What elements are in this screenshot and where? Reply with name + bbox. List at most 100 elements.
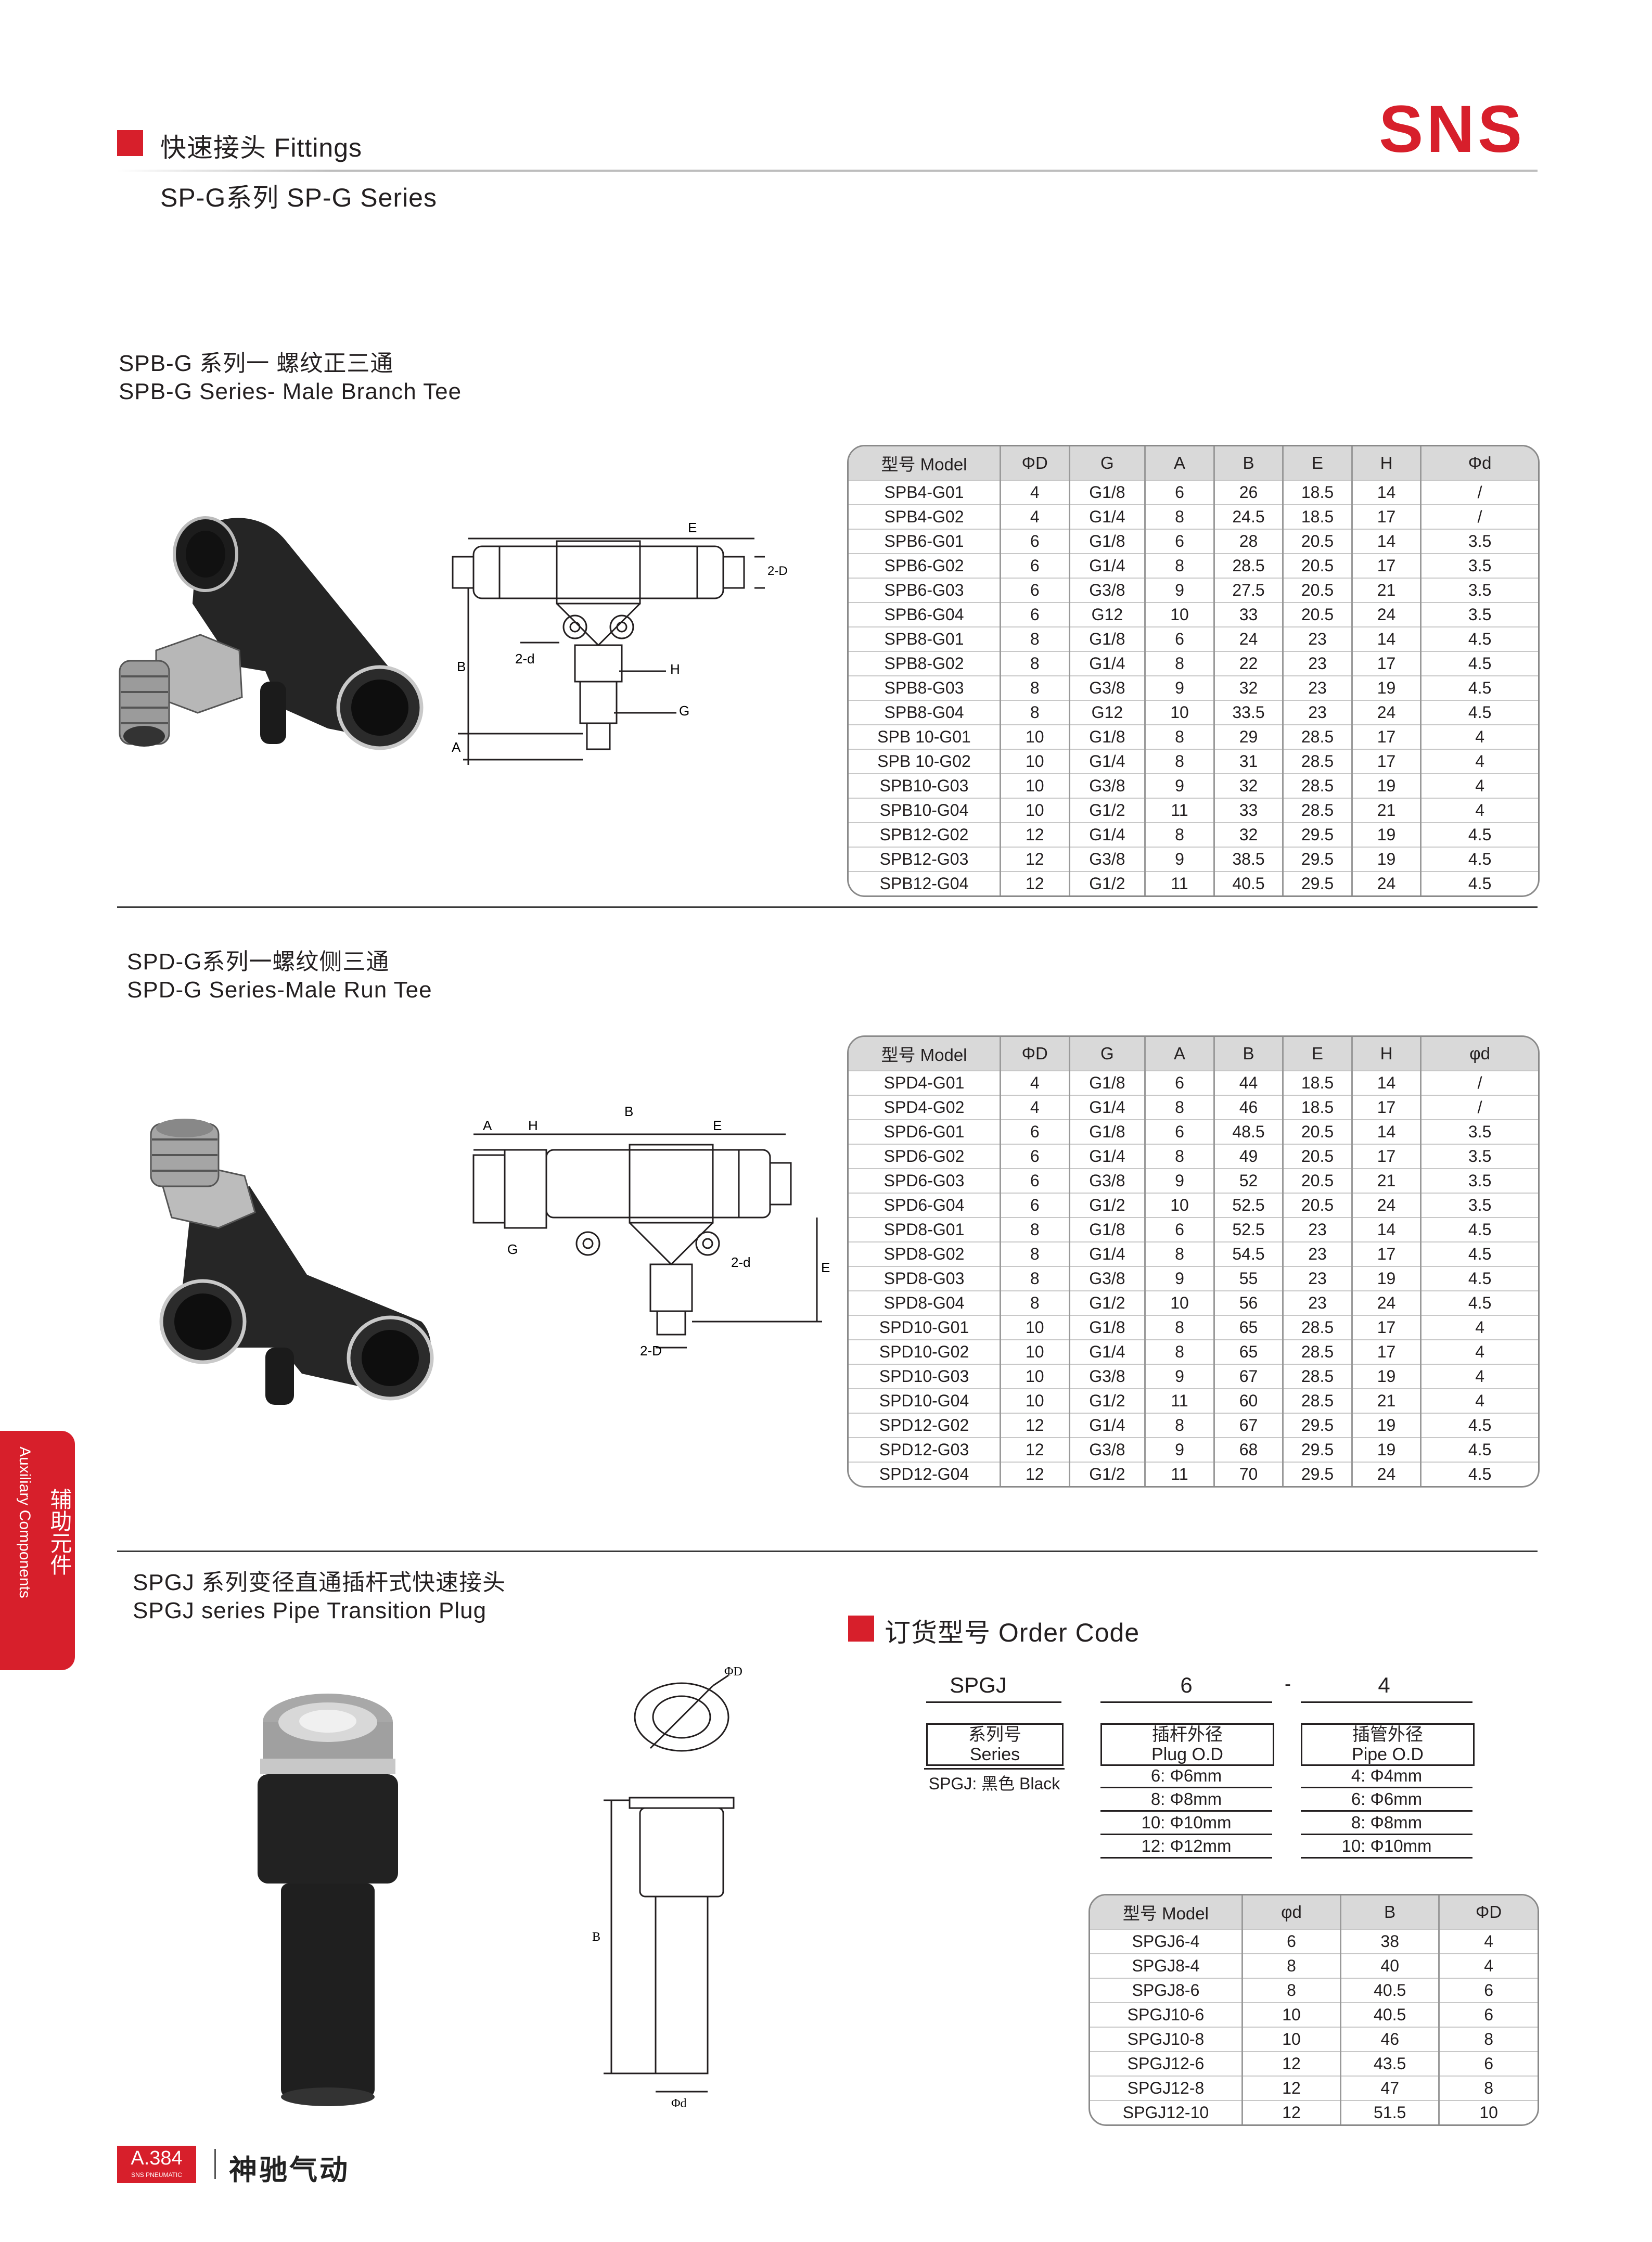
table-cell: 4.5 [1420, 822, 1538, 847]
table-cell: 4 [1438, 1953, 1538, 1978]
table-cell: 12 [1000, 871, 1069, 895]
spb-dim-D: 2-D [767, 564, 788, 578]
table-cell: SPB10-G03 [849, 773, 1001, 798]
table-cell: 23 [1282, 1290, 1352, 1315]
table-cell: 4 [1420, 798, 1538, 823]
table-cell: 12 [1000, 822, 1069, 847]
series-box: 系列号 Series [926, 1723, 1064, 1766]
table-cell: 8 [1000, 1241, 1069, 1266]
table-cell: SPB6-G04 [849, 602, 1001, 627]
table-cell: G1/8 [1068, 626, 1145, 651]
table-cell: 17 [1351, 724, 1421, 749]
table-cell: 6 [1438, 1978, 1538, 2003]
table-cell: 8 [1000, 1266, 1069, 1291]
table-cell: 65 [1213, 1339, 1283, 1364]
table-cell: G3/8 [1068, 1266, 1145, 1291]
table-cell: 8 [1144, 651, 1214, 676]
table-cell: G1/8 [1068, 724, 1145, 749]
table-cell: 32 [1213, 675, 1283, 700]
table-cell: SPD10-G01 [849, 1315, 1001, 1340]
table-cell: 12 [1000, 1413, 1069, 1438]
table-cell: 40.5 [1340, 2002, 1439, 2027]
table-cell: 6 [1144, 1217, 1214, 1242]
spgj-dim-D: ΦD [724, 1665, 742, 1679]
table-cell: 32 [1213, 773, 1283, 798]
table-cell: 14 [1351, 529, 1421, 554]
footer-brand-small: SNS PNEUMATIC [131, 2171, 182, 2179]
table-cell: G1/2 [1068, 1388, 1145, 1413]
table-cell: 20.5 [1282, 553, 1352, 578]
spgj-dim-B: B [592, 1930, 600, 1944]
table-cell: 49 [1213, 1144, 1283, 1169]
plug-od-box: 插杆外径 Plug O.D [1100, 1723, 1274, 1766]
table-cell: 4 [1420, 1388, 1538, 1413]
table-cell: 17 [1351, 1144, 1421, 1169]
table-cell: 12 [1000, 847, 1069, 872]
table-cell: 23 [1282, 675, 1352, 700]
table-header-cell: E [1282, 1037, 1352, 1071]
table-cell: G1/8 [1068, 529, 1145, 554]
table-cell: 9 [1144, 847, 1214, 872]
table-cell: 68 [1213, 1437, 1283, 1462]
table-cell: 8 [1144, 1339, 1214, 1364]
table-cell: 8 [1144, 1095, 1214, 1120]
table-cell: 10 [1000, 1388, 1069, 1413]
table-cell: G12 [1068, 602, 1145, 627]
table-cell: 4 [1420, 773, 1538, 798]
table-cell: SPD6-G03 [849, 1168, 1001, 1193]
table-cell: SPGJ12-8 [1090, 2076, 1243, 2100]
table-cell: 31 [1213, 749, 1283, 774]
plug-option: 10: Φ10mm [1100, 1812, 1272, 1835]
series-box-en: Series [969, 1745, 1020, 1764]
table-cell: G3/8 [1068, 675, 1145, 700]
side-tab-en: Auxiliary Components [16, 1446, 33, 1598]
pipe-option: 4: Φ4mm [1301, 1765, 1472, 1788]
table-cell: / [1420, 480, 1538, 505]
table-cell: 6 [1438, 2002, 1538, 2027]
table-cell: G1/2 [1068, 1462, 1145, 1486]
table-cell: G1/4 [1068, 822, 1145, 847]
spd-dim-H: H [528, 1118, 538, 1133]
table-cell: 6 [1144, 1070, 1214, 1095]
table-cell: 20.5 [1282, 529, 1352, 554]
table-cell: 8 [1144, 822, 1214, 847]
table-cell: 9 [1144, 675, 1214, 700]
table-cell: 22 [1213, 651, 1283, 676]
table-cell: 24.5 [1213, 504, 1283, 529]
table-cell: 8 [1144, 553, 1214, 578]
table-cell: 24 [1351, 602, 1421, 627]
table-cell: G3/8 [1068, 773, 1145, 798]
table-cell: SPGJ8-4 [1090, 1953, 1243, 1978]
table-cell: 8 [1000, 626, 1069, 651]
table-cell: G3/8 [1068, 1168, 1145, 1193]
spd-dim-G: G [507, 1241, 518, 1257]
table-cell: 17 [1351, 1339, 1421, 1364]
table-cell: 20.5 [1282, 1193, 1352, 1218]
spd-technical-drawing: A H B E G 2-d 2-D E [472, 1104, 830, 1359]
order-code-part-pipe: 4 [1378, 1673, 1390, 1697]
table-header-cell: 型号 Model [849, 1037, 1001, 1071]
table-cell: SPD6-G02 [849, 1144, 1001, 1169]
table-cell: SPGJ10-8 [1090, 2027, 1243, 2052]
table-cell: 28.5 [1282, 798, 1352, 823]
plug-option: 6: Φ6mm [1100, 1765, 1272, 1788]
table-cell: 8 [1000, 700, 1069, 725]
table-cell: 4 [1420, 1339, 1538, 1364]
spb-dim-A: A [452, 739, 461, 755]
table-cell: 4 [1000, 1095, 1069, 1120]
spd-product-image [150, 1119, 434, 1405]
table-cell: 3.5 [1420, 602, 1538, 627]
table-cell: 21 [1351, 1168, 1421, 1193]
table-header-cell: B [1340, 1895, 1439, 1929]
table-cell: 67 [1213, 1364, 1283, 1389]
